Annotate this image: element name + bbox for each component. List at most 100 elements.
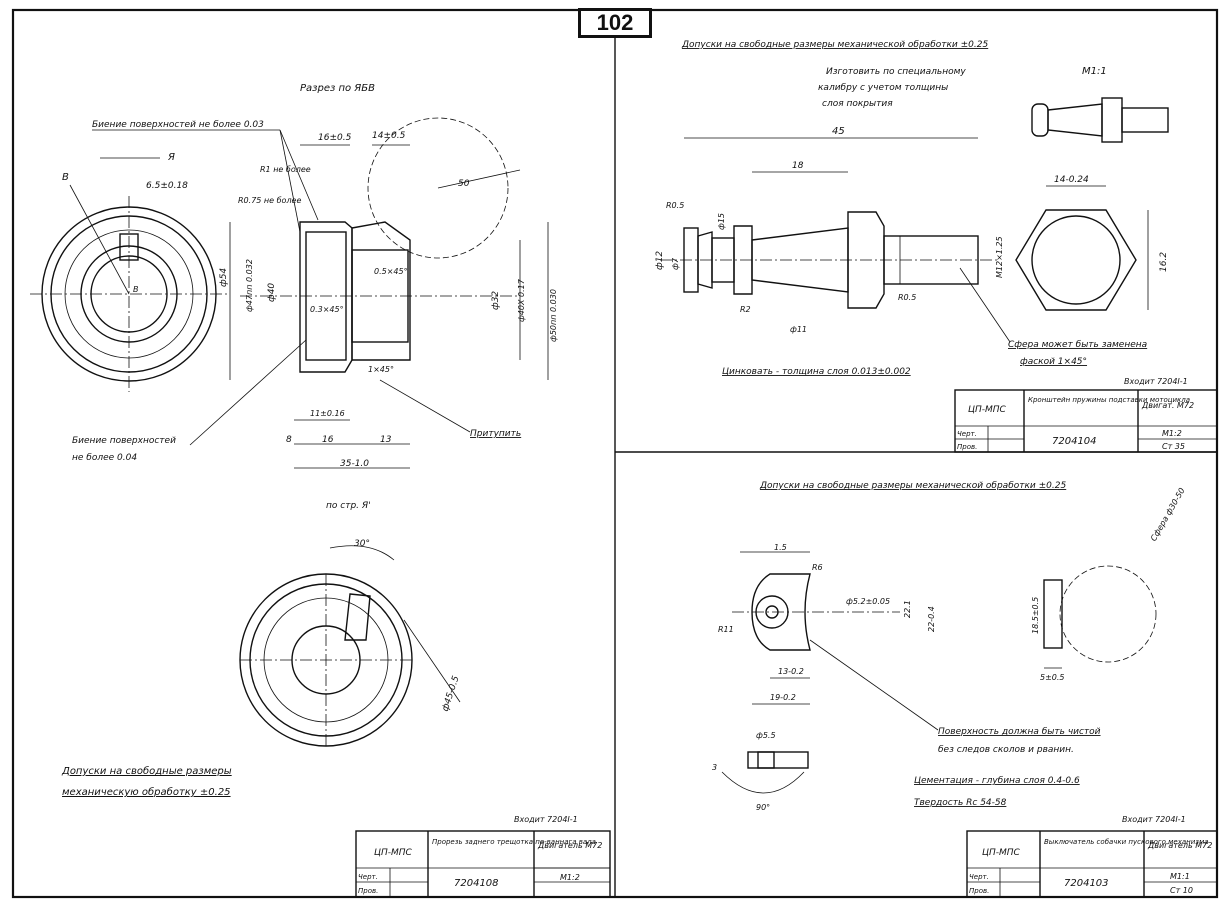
svg-text:ф32: ф32 (491, 291, 501, 310)
svg-text:ф45-0.5: ф45-0.5 (441, 675, 462, 713)
svg-text:М12×1.25: М12×1.25 (995, 236, 1004, 278)
page-number: 102 (596, 10, 634, 35)
svg-text:В: В (133, 285, 139, 294)
svg-text:Выключатель собачки пускового: Выключатель собачки пускового механизма (1044, 838, 1209, 846)
svg-text:18.5±0.5: 18.5±0.5 (1031, 597, 1040, 634)
svg-text:90°: 90° (756, 803, 770, 812)
svg-text:Черт.: Черт. (358, 873, 378, 881)
svg-text:13-0.2: 13-0.2 (778, 667, 804, 676)
tolerance-title-bottom: Допуски на свободные размеры механическо… (759, 481, 1066, 491)
svg-text:8: 8 (286, 435, 292, 445)
svg-text:Биение поверхностей: Биение поверхностей (72, 436, 176, 446)
svg-text:Черт.: Черт. (969, 873, 989, 881)
svg-text:7204104: 7204104 (1052, 436, 1097, 447)
svg-text:3: 3 (712, 763, 717, 772)
entry-left: Входит 7204I-1 (514, 815, 578, 824)
svg-text:Двигатель М72: Двигатель М72 (537, 841, 602, 850)
svg-text:не более 0.04: не более 0.04 (72, 453, 137, 463)
svg-text:ф5.5: ф5.5 (756, 731, 776, 740)
svg-text:Кронштейн пружины подставки мо: Кронштейн пружины подставки мотоцикла (1028, 396, 1190, 404)
svg-text:М1:1: М1:1 (1170, 872, 1190, 881)
svg-text:ф7: ф7 (671, 257, 680, 270)
svg-text:ЦП-МПС: ЦП-МПС (374, 848, 413, 858)
svg-text:Ст 35: Ст 35 (1162, 442, 1185, 451)
hardness-note: Твердость Rc 54-58 (914, 798, 1007, 808)
svg-text:ф15: ф15 (717, 213, 726, 230)
svg-text:R6: R6 (812, 563, 823, 572)
left-panel: Разрез по ЯБВ Биение поверхностей не бол… (30, 83, 611, 898)
svg-text:М1:1: М1:1 (1082, 66, 1107, 77)
pin-isometric-sketch (1031, 97, 1169, 143)
svg-text:калибру с учетом толщины: калибру с учетом толщины (818, 83, 948, 93)
section-title: Разрез по ЯБВ (300, 83, 375, 94)
svg-text:ф5.2±0.05: ф5.2±0.05 (846, 597, 890, 606)
svg-text:ф40X 0.17: ф40X 0.17 (517, 278, 526, 322)
svg-text:М1:2: М1:2 (1162, 429, 1182, 438)
svg-text:ф50пп 0.030: ф50пп 0.030 (549, 289, 558, 342)
svg-text:R0.5: R0.5 (898, 293, 916, 302)
page-number-badge: 102 (578, 8, 652, 38)
svg-text:Поверхность должна быть чистой: Поверхность должна быть чистой (938, 727, 1101, 737)
entry-bottom-right: Входит 7204I-1 (1122, 815, 1186, 824)
svg-text:16±0.5: 16±0.5 (318, 133, 352, 143)
svg-text:1×45°: 1×45° (368, 365, 394, 374)
zinc-note: Цинковать - толщина слоя 0.013±0.002 (722, 367, 911, 377)
svg-text:22-0.4: 22-0.4 (927, 606, 936, 632)
svg-text:7204108: 7204108 (454, 878, 499, 889)
svg-text:30°: 30° (354, 539, 370, 549)
svg-text:R0.75 не более: R0.75 не более (238, 196, 301, 205)
svg-text:16: 16 (322, 435, 334, 445)
svg-text:Я: Я (167, 152, 175, 163)
svg-text:ф54: ф54 (219, 268, 229, 287)
svg-text:Сфера ф30-50: Сфера ф30-50 (1149, 486, 1187, 542)
svg-text:Прорезь заднего трещотка пе-ва: Прорезь заднего трещотка пе-ваннага вала (432, 838, 596, 846)
svg-text:18: 18 (792, 161, 804, 171)
svg-text:35-1.0: 35-1.0 (340, 459, 369, 469)
svg-text:В: В (62, 172, 69, 183)
ring-top-view: 30° ф45-0.5 (239, 539, 462, 747)
entry-top-right: Входит 7204I-1 (1124, 377, 1188, 386)
svg-text:Сфера может быть заменена: Сфера может быть заменена (1008, 340, 1147, 350)
latch-bottom-view: 90° ф5.5 3 (712, 731, 809, 812)
svg-text:ф12: ф12 (655, 251, 665, 270)
latch-side-view: Сфера ф30-50 18.5±0.5 5±0.5 (1031, 486, 1187, 682)
svg-text:R2: R2 (740, 305, 751, 314)
svg-text:Пров.: Пров. (957, 443, 977, 451)
ring-section-view: 50 R1 не более R0.75 не более 16±0.5 14±… (219, 117, 558, 469)
svg-text:Пров.: Пров. (969, 887, 989, 895)
tolerance-title-top: Допуски на свободные размеры механическо… (681, 40, 988, 50)
svg-text:5±0.5: 5±0.5 (1040, 673, 1065, 682)
svg-text:Черт.: Черт. (957, 430, 977, 438)
svg-text:1.5: 1.5 (774, 543, 787, 552)
svg-text:Изготовить по специальному: Изготовить по специальному (826, 67, 966, 77)
svg-text:6.5±0.18: 6.5±0.18 (146, 181, 188, 191)
view-label: по стр. Я' (326, 501, 371, 511)
svg-text:R0.5: R0.5 (666, 201, 684, 210)
svg-text:Двигат. М72: Двигат. М72 (1141, 401, 1194, 410)
svg-text:R11: R11 (718, 625, 734, 634)
svg-text:ф47пп 0.032: ф47пп 0.032 (245, 259, 254, 312)
svg-text:R1 не более: R1 не более (260, 165, 311, 174)
svg-text:ЦП-МПС: ЦП-МПС (968, 405, 1007, 415)
carburizing-note: Цементация - глубина слоя 0.4-0.6 (914, 776, 1080, 786)
latch-main-view: 1.5 R6 ф5.2±0.05 22.1 22-0.4 13-0.2 19-0… (718, 543, 936, 705)
svg-text:19-0.2: 19-0.2 (770, 693, 796, 702)
svg-text:45: 45 (832, 126, 845, 137)
title-block-top-right: ЦП-МПС Кронштейн пружины подставки мотоц… (954, 389, 1218, 453)
svg-text:Ст 10: Ст 10 (1170, 886, 1193, 895)
pin-main-view: 45 18 ф12 ф7 ф15 ф11 М12×1.25 R0.5 R2 R0… (655, 126, 1004, 334)
hex-end-view: 14-0.24 16.2 (1015, 175, 1169, 311)
svg-text:М1:2: М1:2 (560, 873, 580, 882)
top-right-panel: Допуски на свободные размеры механическо… (655, 40, 1218, 453)
svg-text:0.5×45°: 0.5×45° (374, 267, 408, 276)
svg-text:без следов сколов и рванин.: без следов сколов и рванин. (938, 745, 1074, 755)
title-block-left: ЦП-МПС Прорезь заднего трещотка пе-ванна… (355, 830, 611, 898)
bottom-right-panel: Допуски на свободные размеры механическо… (712, 481, 1218, 898)
title-block-bottom-right: ЦП-МПС Выключатель собачки пускового мех… (966, 830, 1218, 898)
tolerance-line-2: механическую обработку ±0.25 (62, 786, 231, 798)
blunt-note: Притупить (470, 429, 521, 439)
svg-text:слоя покрытия: слоя покрытия (822, 99, 893, 109)
ring-front-view: В Я 6.5±0.18 В (30, 152, 228, 392)
